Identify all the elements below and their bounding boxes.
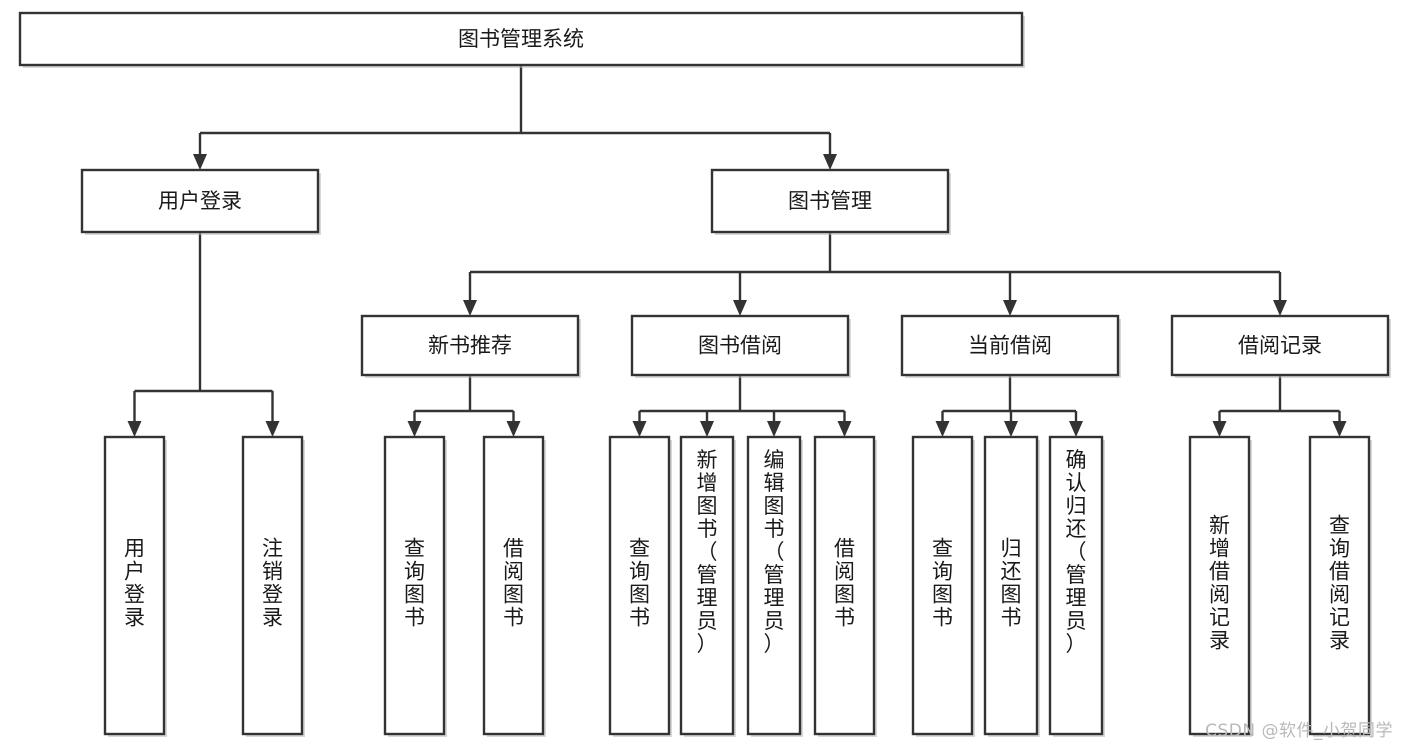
- node-rect[interactable]: [679, 435, 735, 736]
- node-label: 查询图书: [404, 537, 425, 630]
- node-leaf-query-record[interactable]: 查询借阅记录: [1308, 435, 1372, 737]
- node-leaf-user-login[interactable]: 用户登录: [103, 435, 167, 737]
- arrow-head-icon: [1273, 300, 1287, 316]
- watermark-text: CSDN @软件_小贺同学: [1205, 721, 1393, 741]
- node-leaf-confirm-return[interactable]: 确认归还（管理员）: [1048, 435, 1105, 737]
- node-book-borrow[interactable]: 图书借阅: [630, 314, 851, 378]
- node-rect[interactable]: [241, 435, 304, 736]
- node-layer: 图书管理系统用户登录图书管理新书推荐图书借阅当前借阅借阅记录用户登录注销登录查询…: [18, 11, 1391, 737]
- node-label: 新书推荐: [428, 334, 512, 358]
- node-rect[interactable]: [608, 435, 671, 736]
- arrow-head-icon: [767, 421, 781, 437]
- node-rect[interactable]: [1170, 314, 1390, 377]
- node-label: 归还图书: [1001, 537, 1022, 630]
- node-label: 编辑图书（管理员）: [764, 448, 785, 656]
- node-label: 新增借阅记录: [1209, 514, 1230, 653]
- arrow-head-icon: [1212, 421, 1227, 437]
- node-rect[interactable]: [383, 435, 446, 736]
- arrow-head-icon: [1004, 421, 1018, 437]
- node-label: 当前借阅: [968, 334, 1052, 358]
- node-user-login[interactable]: 用户登录: [80, 168, 321, 235]
- arrow-head-icon: [700, 421, 714, 437]
- node-rect[interactable]: [1048, 435, 1104, 736]
- node-label: 查询图书: [932, 537, 953, 630]
- arrow-head-icon: [265, 421, 280, 437]
- node-rect[interactable]: [710, 168, 950, 234]
- node-leaf-query-book-cur[interactable]: 查询图书: [911, 435, 975, 737]
- node-new-book-rec[interactable]: 新书推荐: [360, 314, 581, 378]
- node-rect[interactable]: [911, 435, 974, 736]
- node-leaf-query-book-rec[interactable]: 查询图书: [383, 435, 447, 737]
- node-rect[interactable]: [1188, 435, 1251, 736]
- node-rect[interactable]: [360, 314, 580, 377]
- node-rect[interactable]: [80, 168, 320, 234]
- node-leaf-logout[interactable]: 注销登录: [241, 435, 305, 737]
- node-label: 用户登录: [124, 537, 145, 630]
- node-leaf-edit-book[interactable]: 编辑图书（管理员）: [746, 435, 803, 737]
- arrow-head-icon: [506, 421, 521, 437]
- arrow-head-icon: [127, 421, 142, 437]
- node-label: 借阅图书: [503, 537, 524, 630]
- arrow-head-icon: [837, 421, 852, 437]
- node-leaf-add-book[interactable]: 新增图书（管理员）: [679, 435, 736, 737]
- node-rect[interactable]: [1308, 435, 1371, 736]
- arrow-head-icon: [1332, 421, 1347, 437]
- node-leaf-query-book-bor[interactable]: 查询图书: [608, 435, 672, 737]
- arrow-head-icon: [463, 300, 477, 316]
- node-label: 图书管理: [788, 189, 872, 213]
- node-borrow-record[interactable]: 借阅记录: [1170, 314, 1391, 378]
- node-root[interactable]: 图书管理系统: [18, 11, 1025, 68]
- arrow-head-icon: [733, 300, 747, 316]
- node-leaf-borrow-book-rec[interactable]: 借阅图书: [482, 435, 546, 737]
- arrow-head-icon: [823, 154, 837, 170]
- node-current-borrow[interactable]: 当前借阅: [900, 314, 1121, 378]
- node-leaf-add-record[interactable]: 新增借阅记录: [1188, 435, 1252, 737]
- arrow-head-icon: [1003, 300, 1017, 316]
- node-label: 图书管理系统: [458, 27, 584, 51]
- arrow-head-icon: [407, 421, 422, 437]
- node-leaf-borrow-book-bor[interactable]: 借阅图书: [813, 435, 877, 737]
- node-label: 图书借阅: [698, 334, 782, 358]
- node-label: 查询借阅记录: [1329, 514, 1350, 653]
- connector-layer: [127, 65, 1347, 437]
- node-rect[interactable]: [630, 314, 850, 377]
- node-rect[interactable]: [103, 435, 166, 736]
- node-label: 确认归还（管理员）: [1066, 448, 1087, 656]
- arrow-head-icon: [193, 154, 207, 170]
- node-rect[interactable]: [983, 435, 1039, 736]
- arrow-head-icon: [632, 421, 647, 437]
- node-label: 查询图书: [629, 537, 650, 630]
- node-rect[interactable]: [813, 435, 876, 736]
- node-label: 新增图书（管理员）: [697, 448, 718, 656]
- node-label: 注销登录: [262, 537, 283, 630]
- node-rect[interactable]: [746, 435, 802, 736]
- arrow-head-icon: [1069, 421, 1083, 437]
- node-rect[interactable]: [18, 11, 1024, 67]
- node-book-manage[interactable]: 图书管理: [710, 168, 951, 235]
- arrow-head-icon: [935, 421, 950, 437]
- node-label: 借阅记录: [1238, 334, 1322, 358]
- node-leaf-return-book[interactable]: 归还图书: [983, 435, 1040, 737]
- node-label: 借阅图书: [834, 537, 855, 630]
- node-rect[interactable]: [482, 435, 545, 736]
- node-label: 用户登录: [158, 189, 242, 213]
- node-rect[interactable]: [900, 314, 1120, 377]
